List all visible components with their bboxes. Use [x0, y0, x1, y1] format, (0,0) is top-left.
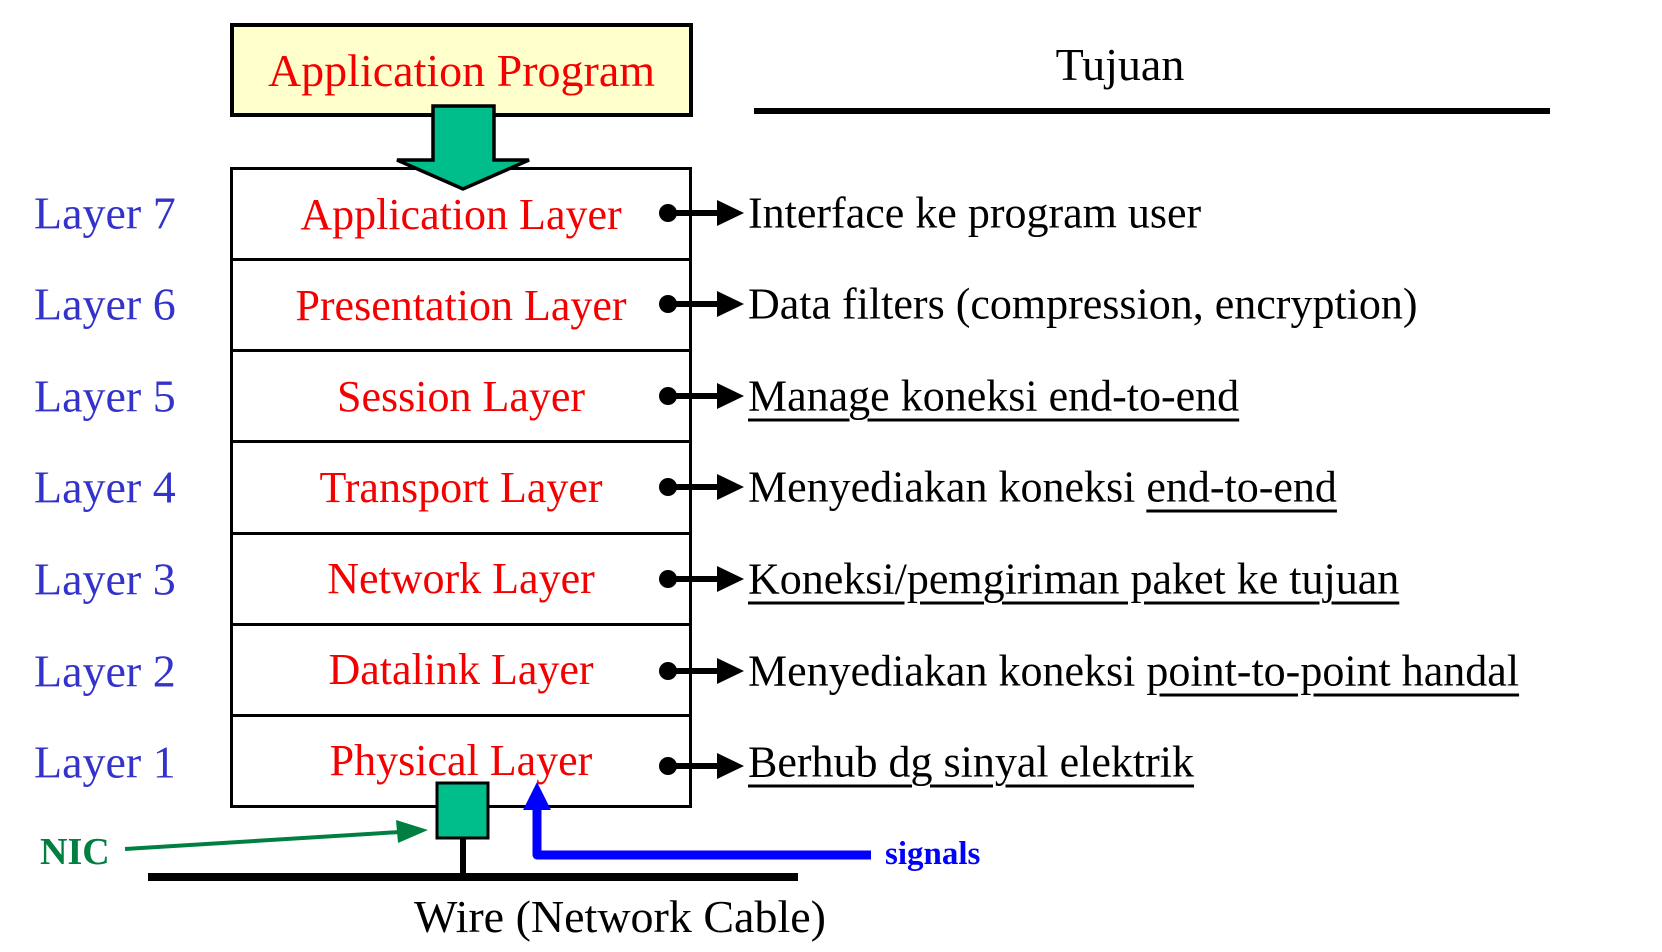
description-underlined-text: Koneksi/pemgiriman paket ke tujuan [748, 554, 1400, 604]
stack-row-application: Application Layer [233, 170, 689, 262]
layer-name-physical: Physical Layer [329, 736, 593, 786]
stack-row-network: Network Layer [233, 535, 689, 626]
stack-row-physical: Physical Layer [233, 717, 689, 805]
layer-description-3: Koneksi/pemgiriman paket ke tujuan [748, 554, 1399, 605]
layer-name-datalink: Datalink Layer [328, 645, 594, 695]
layer-number-7: Layer 7 [34, 187, 176, 239]
layer-description-1: Berhub dg sinyal elektrik [748, 737, 1194, 788]
application-program-box: Application Program [230, 23, 693, 117]
tujuan-underline [754, 108, 1550, 114]
stack-row-presentation: Presentation Layer [233, 261, 689, 353]
description-text: Menyediakan koneksi [748, 646, 1147, 696]
description-underlined-text: point-to-point handal [1146, 646, 1520, 696]
layer-name-presentation: Presentation Layer [295, 280, 627, 330]
signals-label: signals [885, 836, 981, 872]
osi-stack-box: Application Layer Presentation Layer Ses… [230, 167, 692, 808]
description-text: Interface ke program user [748, 188, 1202, 238]
application-program-label: Application Program [267, 44, 656, 96]
layer-number-4: Layer 4 [34, 461, 176, 513]
layer-name-transport: Transport Layer [319, 462, 603, 512]
layer-number-2: Layer 2 [34, 645, 176, 697]
description-underlined-text: Berhub dg sinyal elektrik [748, 737, 1195, 787]
description-text: Menyediakan koneksi [748, 462, 1147, 512]
description-underlined-text: end-to-end [1146, 462, 1337, 512]
nic-label: NIC [40, 831, 110, 873]
layer-description-5: Manage koneksi end-to-end [748, 371, 1239, 422]
stack-row-transport: Transport Layer [233, 443, 689, 535]
nic-pointer-arrow [124, 820, 428, 851]
layer-number-1: Layer 1 [34, 736, 176, 788]
layer-description-2: Menyediakan koneksi point-to-point handa… [748, 646, 1519, 697]
layer-number-3: Layer 3 [34, 553, 176, 605]
layer-description-6: Data filters (compression, encryption) [748, 279, 1418, 330]
stack-row-datalink: Datalink Layer [233, 626, 689, 717]
layer-name-application: Application Layer [300, 189, 622, 239]
layer-name-network: Network Layer [327, 554, 595, 604]
description-underlined-text: Manage koneksi end-to-end [748, 371, 1240, 421]
wire-label: Wire (Network Cable) [414, 891, 826, 942]
tujuan-heading: Tujuan [1055, 39, 1185, 90]
layer-name-session: Session Layer [336, 371, 586, 421]
stack-row-session: Session Layer [233, 352, 689, 444]
layer-number-5: Layer 5 [34, 370, 176, 422]
layer-description-7: Interface ke program user [748, 188, 1201, 239]
layer-description-4: Menyediakan koneksi end-to-end [748, 462, 1337, 513]
description-text: Data filters (compression, encryption) [748, 279, 1418, 329]
layer-number-6: Layer 6 [34, 278, 176, 330]
